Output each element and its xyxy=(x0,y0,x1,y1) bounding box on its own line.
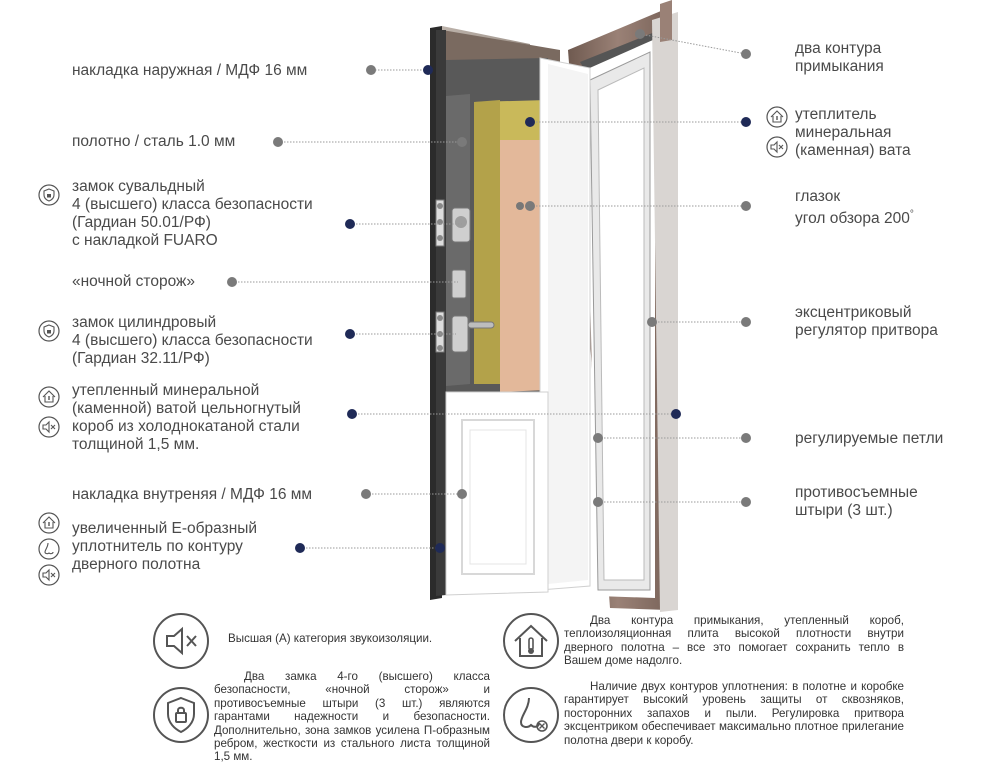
label-eccentric: эксцентриковый регулятор притвора xyxy=(795,304,938,339)
label-anti-removal: противосъемные штыри (3 шт.) xyxy=(795,484,918,519)
door-frame xyxy=(568,0,678,612)
feature-locks: Два замка 4-го (высшего) класса безопасн… xyxy=(214,670,490,764)
label-two-contours: два контура примыкания xyxy=(795,40,884,75)
shield-lock-icon xyxy=(38,184,60,206)
label-lever-lock: замок сувальдный 4 (высшего) класса безо… xyxy=(72,178,313,249)
label-seal: увеличенный Е-образный уплотнитель по ко… xyxy=(72,520,258,573)
label-door-leaf: полотно / сталь 1.0 мм xyxy=(72,133,236,150)
mute-speaker-icon xyxy=(766,136,788,158)
degree-sign: ° xyxy=(909,209,914,220)
house-thermometer-icon xyxy=(38,512,60,534)
label-peephole: глазок угол обзора 200° xyxy=(795,188,914,228)
feature-sealing: Наличие двух контуров уплотнения: в поло… xyxy=(564,680,904,747)
house-thermometer-icon xyxy=(766,106,788,128)
leader-lines xyxy=(232,33,747,549)
label-night-latch: «ночной сторож» xyxy=(72,273,196,290)
house-thermometer-icon xyxy=(38,386,60,408)
mute-speaker-icon xyxy=(38,416,60,438)
label-inner-panel: накладка внутреняя / МДФ 16 мм xyxy=(72,486,313,503)
door-leaf-drawing xyxy=(430,26,591,600)
nose-odor-icon xyxy=(38,538,60,560)
label-hinges: регулируемые петли xyxy=(795,430,944,447)
shield-lock-icon xyxy=(38,320,60,342)
mute-speaker-icon xyxy=(152,612,210,670)
house-thermometer-icon xyxy=(502,612,560,670)
label-cylinder-lock: замок цилиндровый 4 (высшего) класса без… xyxy=(72,314,313,367)
shield-lock-icon xyxy=(152,686,210,744)
label-mineral-wool: утеплитель минеральная (каменная) вата xyxy=(795,106,911,159)
label-outer-panel: накладка наружная / МДФ 16 мм xyxy=(72,62,308,79)
mute-speaker-icon xyxy=(38,564,60,586)
feature-warmth: Два контура примыкания, утепленный короб… xyxy=(564,614,904,668)
feature-sound: Высшая (А) категория звукоизоляции. xyxy=(228,632,433,645)
nose-odor-icon xyxy=(502,686,560,744)
label-insulated-frame: утепленный минеральной (каменной) ватой … xyxy=(72,382,301,453)
leader-dots xyxy=(227,29,751,553)
